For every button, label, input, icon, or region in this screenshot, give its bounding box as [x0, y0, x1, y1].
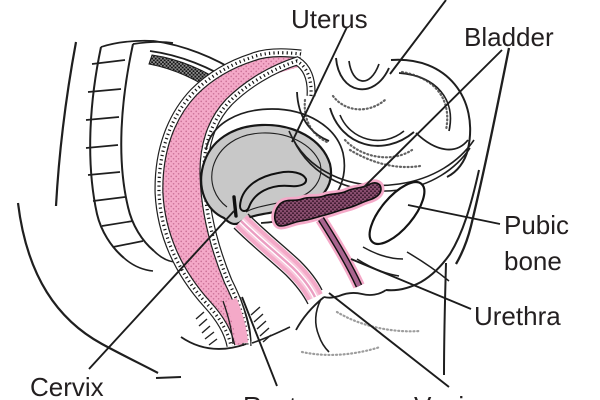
label-vagina: Vagina [414, 388, 493, 400]
cervix-leader-line [88, 210, 235, 370]
sacrum-coccyx [85, 39, 175, 272]
leader-lines [88, 0, 503, 388]
label-urethra: Urethra [474, 301, 561, 331]
label-uterus: Uterus [291, 4, 368, 34]
uterus-leader-line [291, 26, 348, 143]
intestines [288, 57, 475, 192]
body-outline-front [180, 47, 511, 376]
label-cervix: Cervix [30, 372, 104, 400]
anal-canal [195, 296, 272, 346]
cropped-top-label-line [389, 0, 447, 75]
anus-hatching-right [250, 306, 272, 343]
label-pubic-bone: Pubic bone [504, 210, 570, 276]
anus-hatching-left [195, 311, 218, 346]
body-outline-back [16, 41, 182, 379]
urethra-shape [315, 215, 365, 289]
vagina-shape [233, 213, 323, 305]
urethra-leader-line [350, 258, 472, 310]
rectum-leader-line [241, 296, 278, 387]
bladder-leader-line [363, 49, 503, 188]
label-bladder: Bladder [464, 22, 554, 52]
rectum-wall-outer [154, 48, 302, 348]
label-rectum: Rectum [243, 388, 333, 400]
uterine-cavity [238, 170, 308, 212]
cervical-canal [232, 195, 238, 218]
pubic-bone-leader-line [407, 204, 501, 225]
bladder-shape [271, 179, 385, 230]
vagina-leader-line [328, 292, 450, 388]
